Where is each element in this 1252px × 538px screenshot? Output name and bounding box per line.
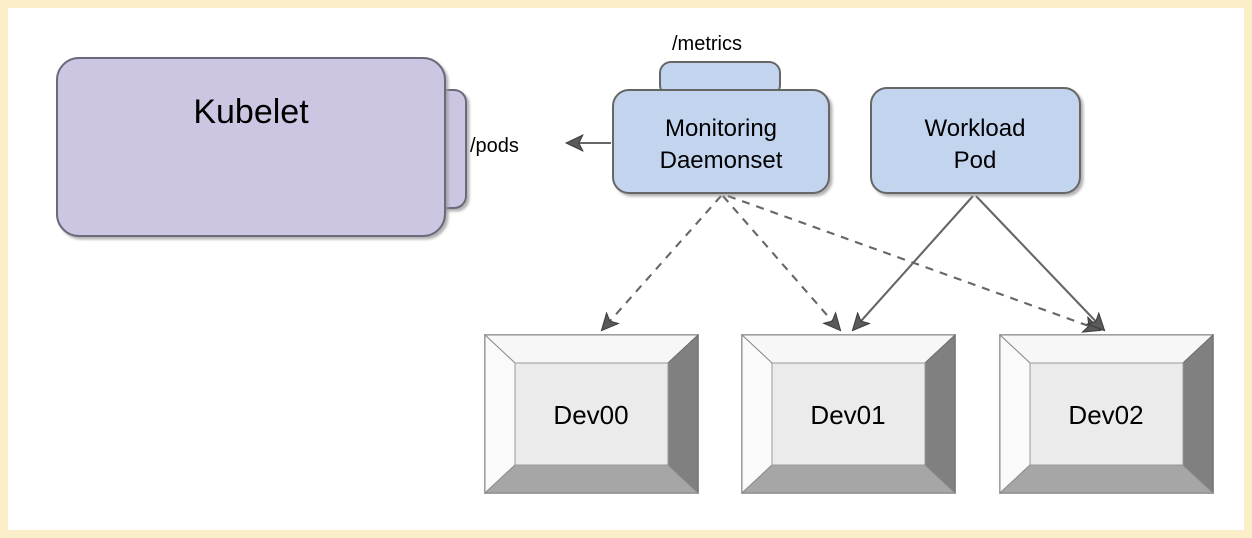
monitoring-daemonset-label-line1: Monitoring <box>665 115 777 142</box>
workload-pod-shape <box>870 87 1081 194</box>
dev01-face <box>771 362 926 466</box>
dev02-face <box>1029 362 1184 466</box>
dev00-node[interactable]: Dev00 <box>483 333 700 495</box>
monitoring-daemonset-node[interactable]: Monitoring Daemonset <box>612 89 830 194</box>
dev01-bevel-top <box>740 334 957 364</box>
monitoring-daemonset-shape <box>612 89 830 194</box>
workload-pod-label-line2: Pod <box>954 147 997 174</box>
edge-workload-to-dev01 <box>853 195 974 330</box>
dev00-face <box>514 362 669 466</box>
metrics-tab-label: /metrics <box>672 33 742 55</box>
edge-layer <box>567 143 1104 330</box>
dev02-label: Dev02 <box>1068 400 1143 430</box>
dev02-bevel-bottom <box>998 464 1215 494</box>
edge-workload-to-dev02 <box>975 195 1104 330</box>
dev00-bevel-top <box>483 334 700 364</box>
monitoring-daemonset-label-line2: Daemonset <box>660 147 783 174</box>
dev02-node[interactable]: Dev02 <box>998 333 1215 495</box>
kubelet-shape <box>56 57 446 237</box>
kubelet-node[interactable]: Kubelet <box>56 57 446 237</box>
workload-pod-node[interactable]: Workload Pod <box>870 87 1081 194</box>
dev01-bevel-bottom <box>740 464 957 494</box>
edge-monitoring-to-dev01 <box>722 195 840 330</box>
workload-pod-label-line1: Workload <box>925 115 1026 142</box>
edge-monitoring-to-dev00 <box>602 195 722 330</box>
dev00-label: Dev00 <box>553 400 628 430</box>
kubelet-label: Kubelet <box>193 93 309 131</box>
dev00-bevel-bottom <box>483 464 700 494</box>
dev01-node[interactable]: Dev01 <box>740 333 957 495</box>
dev02-bevel-top <box>998 334 1215 364</box>
dev01-label: Dev01 <box>810 400 885 430</box>
pods-tab-label: /pods <box>470 135 519 157</box>
